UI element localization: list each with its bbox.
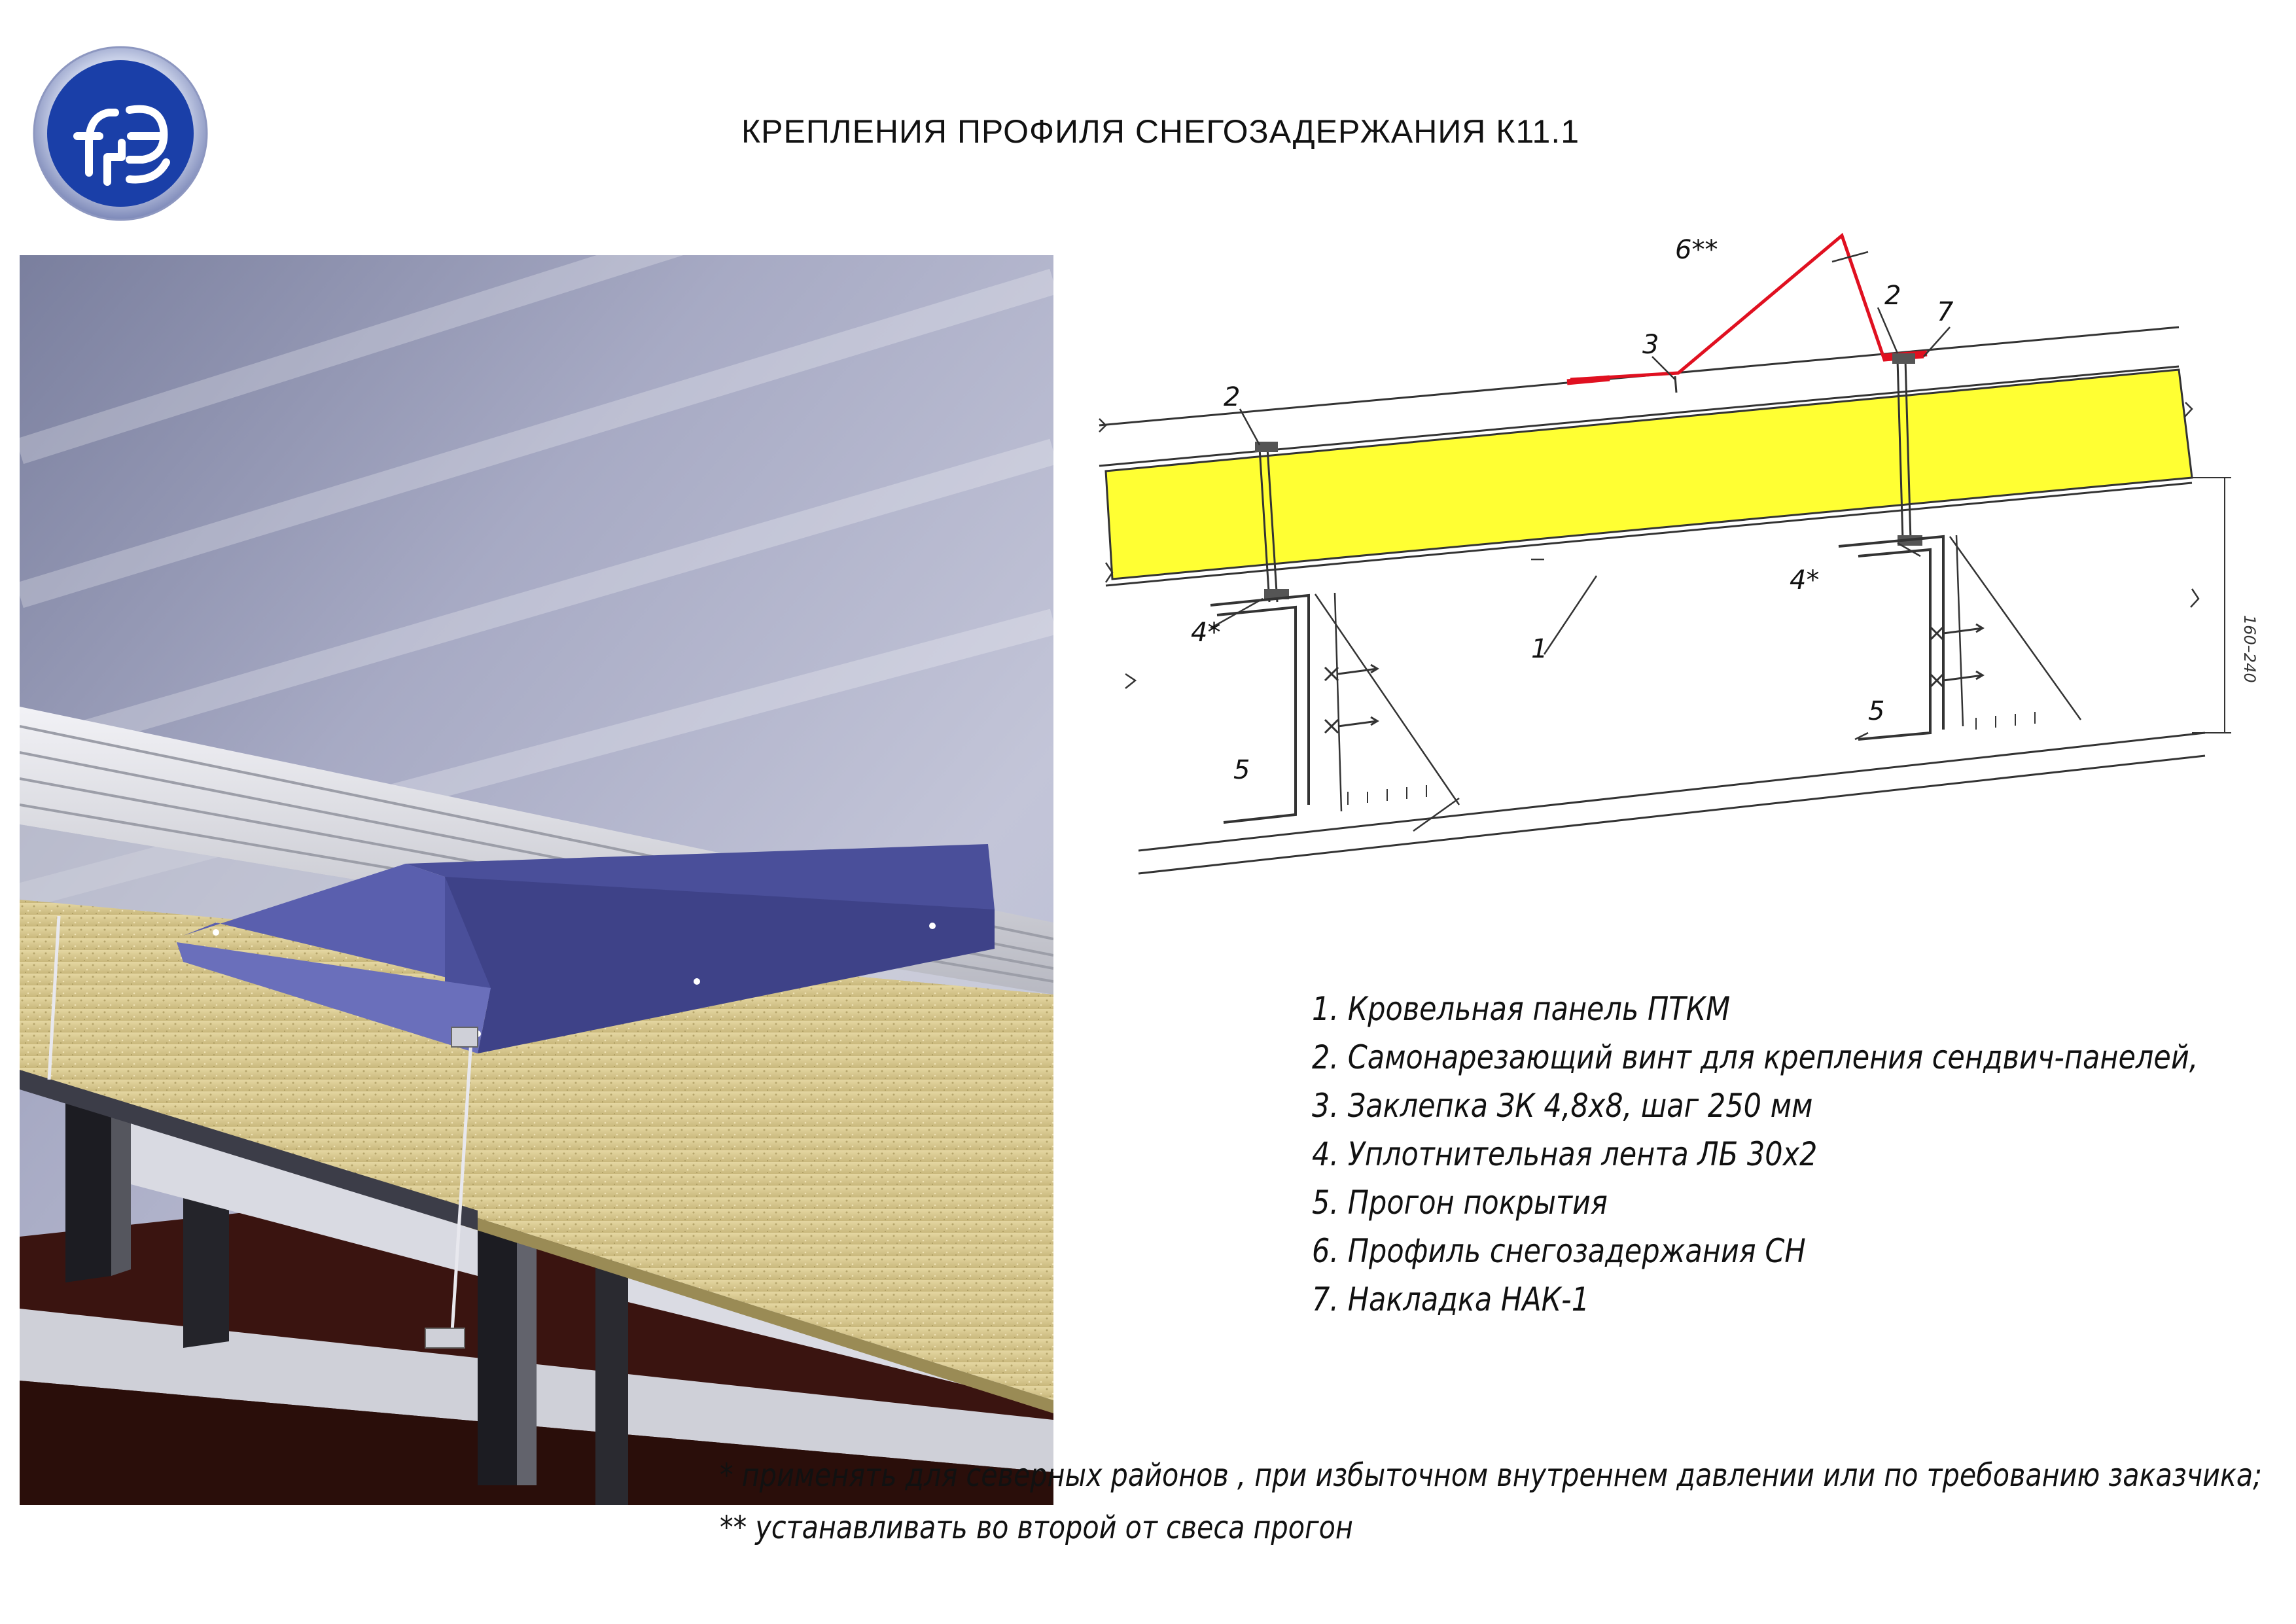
legend-item-2: 2. Самонарезающий винт для крепления сен… xyxy=(1312,1038,2199,1076)
callout-5-left: 5 xyxy=(1233,755,1250,785)
legend-item-6: 6. Профиль снегозадержания СН xyxy=(1312,1232,1806,1270)
dimension-label: 160–240 xyxy=(2240,615,2259,683)
legend: 1. Кровельная панель ПТКМ 2. Самонарезаю… xyxy=(1312,985,2261,1324)
callout-4-right: 4* xyxy=(1790,565,1819,595)
callout-7: 7 xyxy=(1937,297,1954,327)
footnote-2: ** устанавливать во второй от свеса прог… xyxy=(720,1509,1353,1546)
company-logo-icon xyxy=(73,105,170,186)
callout-4-left: 4* xyxy=(1191,618,1220,648)
callout-2-right: 2 xyxy=(1884,281,1901,311)
company-logo xyxy=(33,46,208,221)
legend-item-1: 1. Кровельная панель ПТКМ xyxy=(1312,990,1731,1028)
callout-3: 3 xyxy=(1642,330,1659,360)
callout-2-left: 2 xyxy=(1224,382,1240,412)
technical-section-diagram: 160–240 1 2 2 3 4* 4* 5 5 6** 7 xyxy=(1099,232,2259,875)
callout-1: 1 xyxy=(1531,634,1547,664)
legend-item-4: 4. Уплотнительная лента ЛБ 30х2 xyxy=(1312,1135,1818,1173)
page-title: КРЕПЛЕНИЯ ПРОФИЛЯ СНЕГОЗАДЕРЖАНИЯ К11.1 xyxy=(741,113,1580,150)
legend-item-5: 5. Прогон покрытия xyxy=(1312,1184,1608,1222)
callout-6: 6** xyxy=(1675,235,1718,265)
legend-item-7: 7. Накладка НАК-1 xyxy=(1312,1280,1590,1318)
legend-item-3: 3. Заклепка ЗК 4,8х8, шаг 250 мм xyxy=(1312,1087,1813,1125)
callout-5-right: 5 xyxy=(1868,696,1884,726)
footnote-1: * применять для северных районов , при и… xyxy=(720,1457,2263,1494)
snow-guard-profile xyxy=(1570,232,1924,381)
footnotes: * применять для северных районов , при и… xyxy=(720,1449,2277,1554)
roof-render-illustration xyxy=(20,255,1053,1505)
